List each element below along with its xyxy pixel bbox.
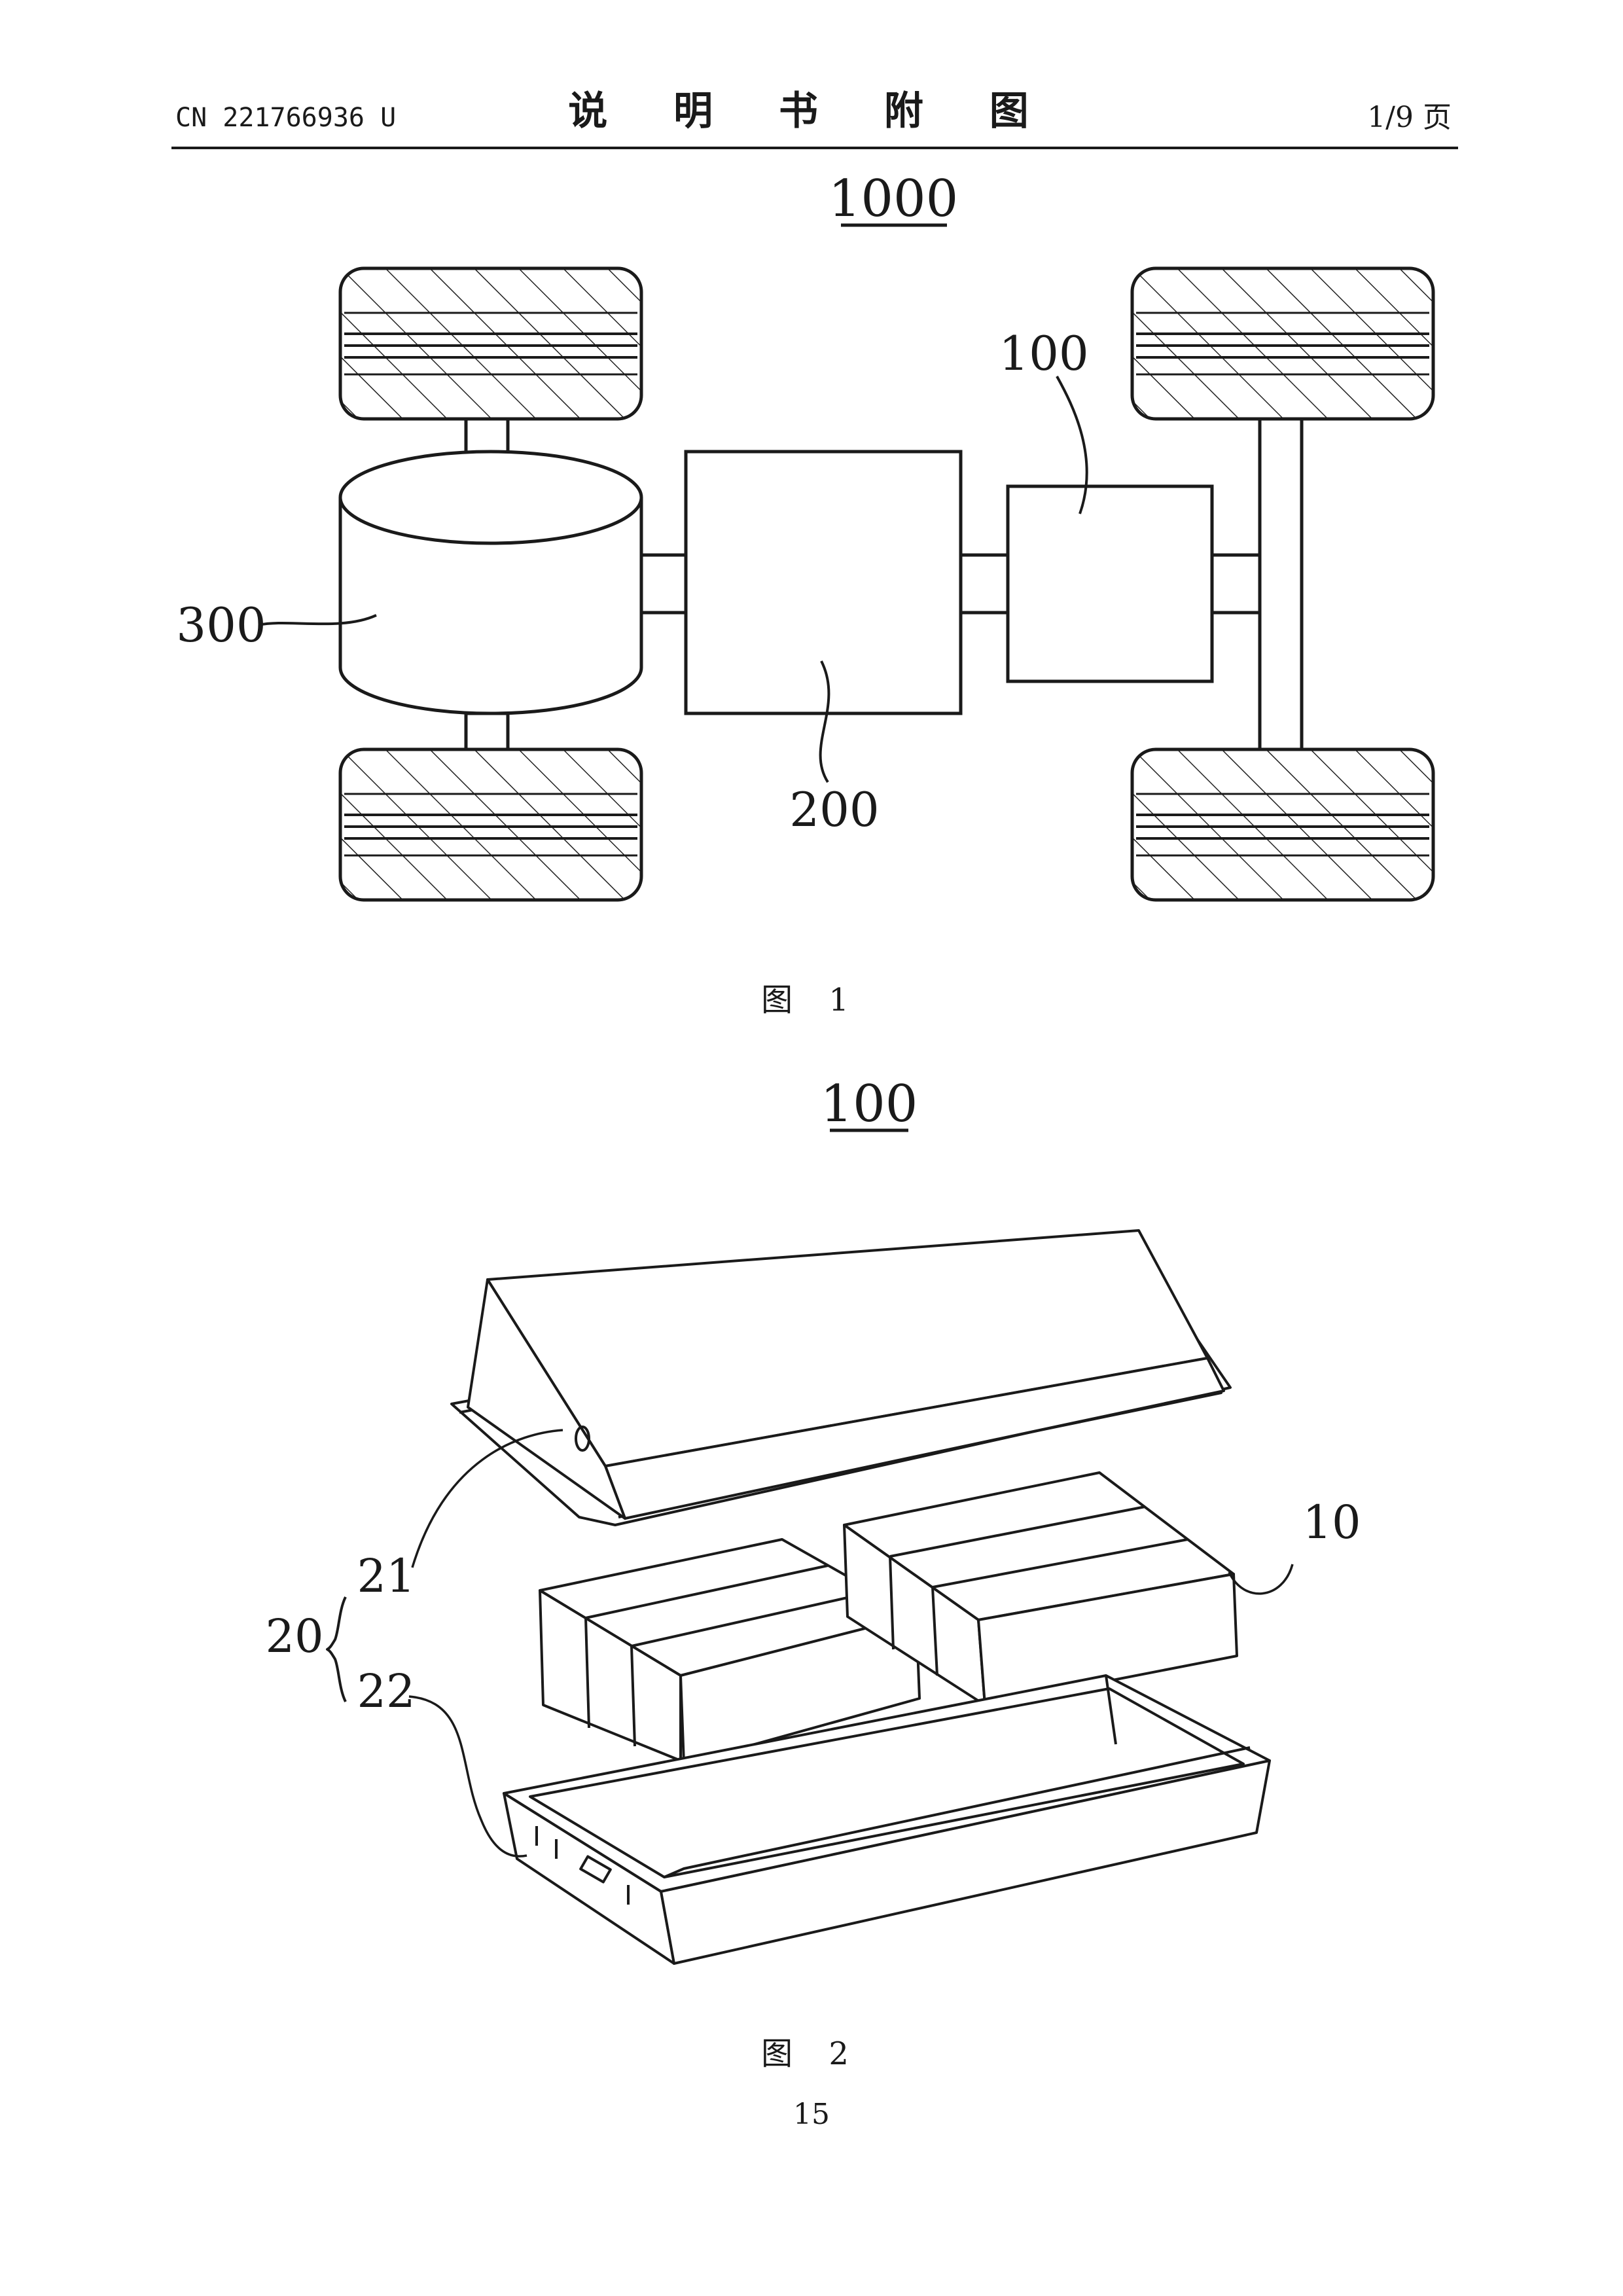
controller-box xyxy=(686,452,961,713)
label-300: 300 xyxy=(176,598,266,653)
axle-stub-bottom xyxy=(466,713,508,749)
label-20: 20 xyxy=(265,1609,323,1663)
figure1-ref-1000: 1000 xyxy=(829,170,959,228)
rear-axle xyxy=(1260,419,1302,749)
motor-cylinder xyxy=(340,452,641,713)
figure-2-caption: 图 2 xyxy=(0,2028,1623,2073)
label-22: 22 xyxy=(357,1664,415,1718)
figure-1-caption: 图 1 xyxy=(0,974,1623,1020)
brace-20 xyxy=(327,1597,346,1702)
battery-box xyxy=(1008,486,1212,681)
wheel-rear-left xyxy=(340,749,641,900)
leader-22 xyxy=(409,1696,527,1856)
wheel-front-left xyxy=(340,268,641,419)
page-number: 15 xyxy=(0,2098,1623,2131)
upper-cover xyxy=(452,1230,1230,1525)
figure2-ref-100: 100 xyxy=(821,1075,918,1134)
label-100: 100 xyxy=(999,326,1088,381)
wheel-front-right xyxy=(1132,268,1433,419)
label-10: 10 xyxy=(1302,1496,1361,1549)
label-21: 21 xyxy=(357,1549,415,1603)
wheel-rear-right xyxy=(1132,749,1433,900)
figure-1: 1000 100 xyxy=(176,170,1433,900)
label-200: 200 xyxy=(789,782,879,837)
figure-2: 100 xyxy=(265,1075,1361,1964)
axle-stub-top xyxy=(466,419,508,455)
leader-10 xyxy=(1229,1564,1293,1594)
